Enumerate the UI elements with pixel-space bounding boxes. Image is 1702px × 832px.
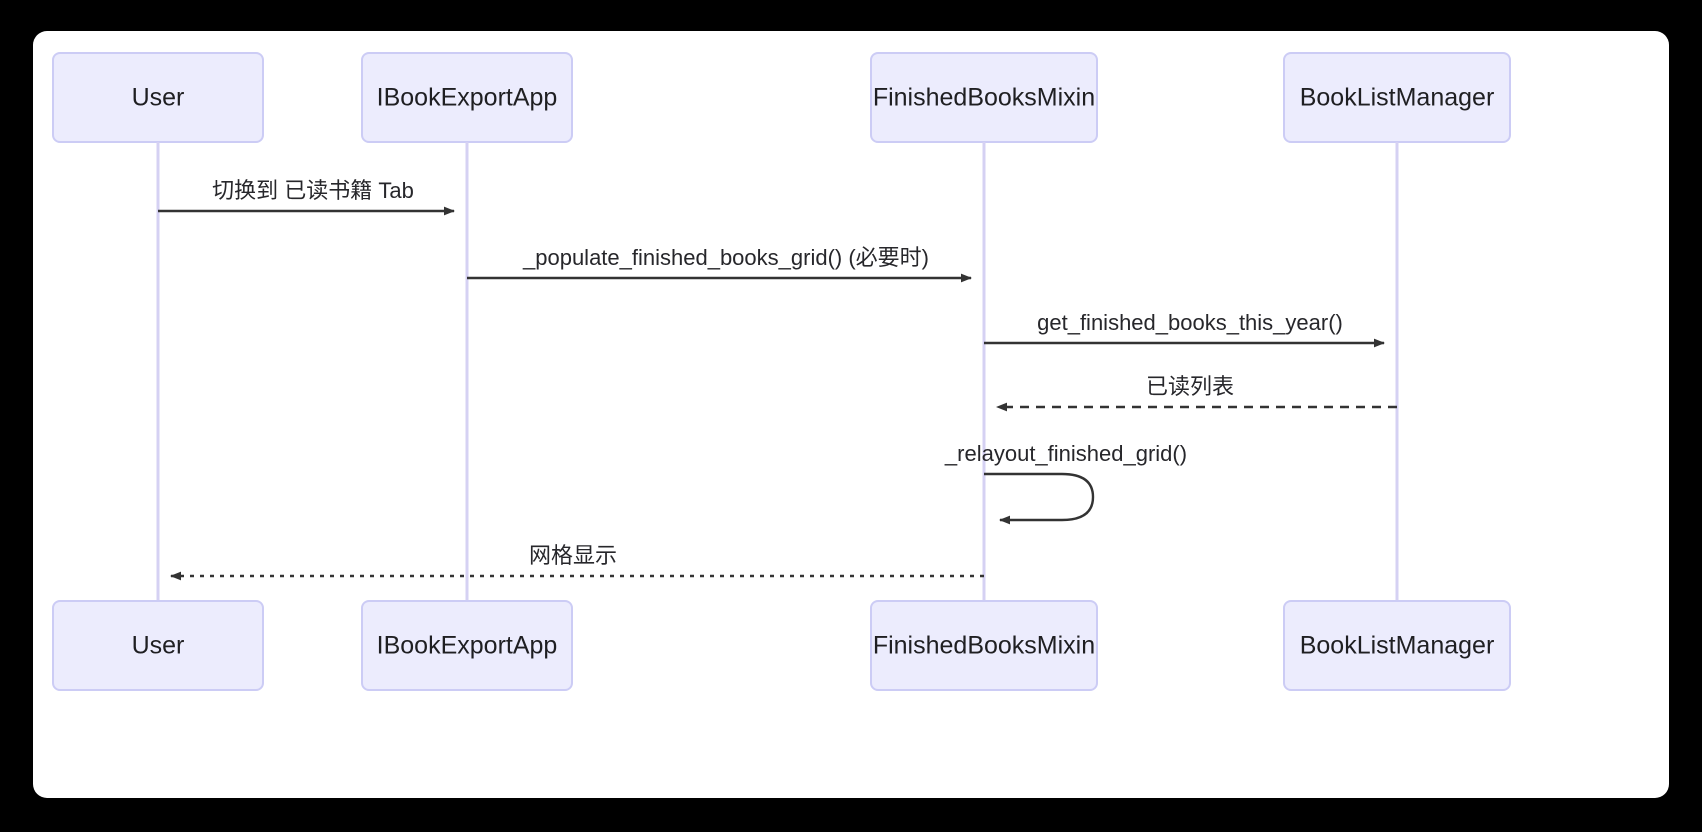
actor-label-top-booklistmanager: BookListManager xyxy=(1300,84,1495,112)
actor-box-top-finishedbooksmixin[interactable]: FinishedBooksMixin xyxy=(870,52,1098,143)
actor-label-top-ibookexportapp: IBookExportApp xyxy=(377,84,558,112)
diagram-card: User IBookExportApp FinishedBooksMixin B… xyxy=(33,31,1669,798)
message-6-label: 网格显示 xyxy=(529,543,617,568)
actor-label-bottom-user: User xyxy=(132,632,185,660)
actor-label-bottom-ibookexportapp: IBookExportApp xyxy=(377,632,558,660)
actor-box-bottom-ibookexportapp[interactable]: IBookExportApp xyxy=(361,600,573,691)
actor-label-top-finishedbooksmixin: FinishedBooksMixin xyxy=(873,84,1095,112)
actor-box-bottom-user[interactable]: User xyxy=(52,600,264,691)
message-2-label: _populate_finished_books_grid() (必要时) xyxy=(522,245,929,270)
actor-box-bottom-finishedbooksmixin[interactable]: FinishedBooksMixin xyxy=(870,600,1098,691)
message-5-selfloop-arrow xyxy=(984,472,1095,525)
actor-rect xyxy=(1283,600,1511,691)
actor-box-top-booklistmanager[interactable]: BookListManager xyxy=(1283,52,1511,143)
actor-label-bottom-finishedbooksmixin: FinishedBooksMixin xyxy=(873,632,1095,660)
actor-box-bottom-booklistmanager[interactable]: BookListManager xyxy=(1283,600,1511,691)
actor-box-top-user[interactable]: User xyxy=(52,52,264,143)
message-3: get_finished_books_this_year() xyxy=(984,310,1385,348)
message-2: _populate_finished_books_grid() (必要时) xyxy=(467,245,972,283)
message-6: 网格显示 xyxy=(170,543,984,581)
sequence-diagram-svg: User IBookExportApp FinishedBooksMixin B… xyxy=(52,52,1511,691)
actor-label-bottom-booklistmanager: BookListManager xyxy=(1300,632,1495,660)
actor-rect xyxy=(361,600,573,691)
message-3-label: get_finished_books_this_year() xyxy=(1037,310,1343,335)
message-4: 已读列表 xyxy=(996,374,1397,412)
sequence-diagram-surface: User IBookExportApp FinishedBooksMixin B… xyxy=(33,31,1669,798)
actor-box-top-ibookexportapp[interactable]: IBookExportApp xyxy=(361,52,573,143)
message-1-label: 切换到 已读书籍 Tab xyxy=(212,178,414,203)
actor-label-top-user: User xyxy=(132,84,185,112)
actor-rect xyxy=(870,600,1098,691)
message-5: _relayout_finished_grid() xyxy=(944,441,1187,525)
message-4-label: 已读列表 xyxy=(1146,374,1234,399)
actor-rect xyxy=(52,600,264,691)
message-1: 切换到 已读书籍 Tab xyxy=(158,178,455,216)
message-5-label: _relayout_finished_grid() xyxy=(944,441,1187,466)
